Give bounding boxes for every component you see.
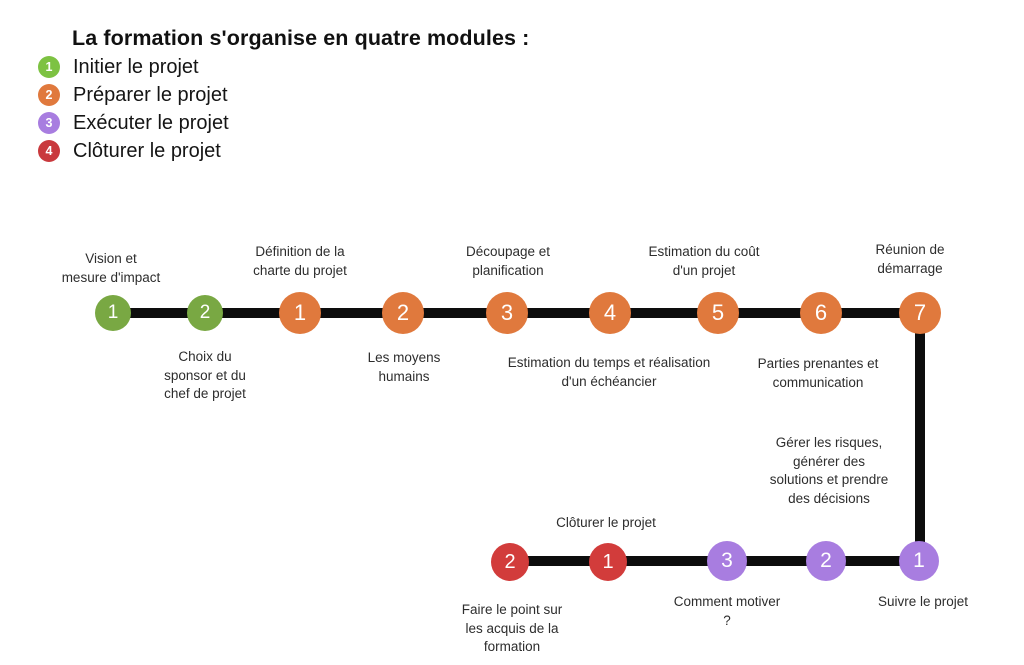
legend-label-initier: Initier le projet xyxy=(73,55,199,78)
module-legend: 1 Initier le projet 2 Préparer le projet… xyxy=(38,53,229,165)
timeline-label: Suivre le projet xyxy=(877,594,969,609)
timeline-node-preparer-4: 4 xyxy=(589,292,631,334)
timeline-node-cloturer-2: 2 xyxy=(491,543,529,581)
timeline-node-preparer-1: 1 xyxy=(279,292,321,334)
legend-item-initier: 1 Initier le projet xyxy=(38,53,229,81)
timeline-node-preparer-5: 5 xyxy=(697,292,739,334)
timeline-node-preparer-7: 7 xyxy=(899,292,941,334)
timeline-label: Estimation du coût d'un projet xyxy=(648,244,760,278)
timeline-label: Découpage et planification xyxy=(465,244,551,278)
module-3-badge: 3 xyxy=(38,112,60,134)
legend-label-executer: Exécuter le projet xyxy=(73,111,229,134)
legend-item-preparer: 2 Préparer le projet xyxy=(38,81,229,109)
timeline-label: Vision et mesure d'impact xyxy=(61,251,161,285)
timeline-label: Parties prenantes et communication xyxy=(757,356,879,390)
timeline-label: Les moyens humains xyxy=(367,350,441,384)
module-2-badge: 2 xyxy=(38,84,60,106)
legend-item-cloturer: 4 Clôturer le projet xyxy=(38,137,229,165)
timeline-label: Comment motiver ? xyxy=(673,594,781,628)
page-title: La formation s'organise en quatre module… xyxy=(72,26,530,50)
module-1-badge: 1 xyxy=(38,56,60,78)
timeline-label: Gérer les risques, générer des solutions… xyxy=(769,435,889,506)
timeline-node-executer-3: 3 xyxy=(707,541,747,581)
legend-item-executer: 3 Exécuter le projet xyxy=(38,109,229,137)
timeline-node-preparer-2: 2 xyxy=(382,292,424,334)
timeline-node-executer-2: 2 xyxy=(806,541,846,581)
timeline-label: Clôturer le projet xyxy=(556,515,656,530)
timeline-node-cloturer-1: 1 xyxy=(589,543,627,581)
legend-label-cloturer: Clôturer le projet xyxy=(73,139,221,162)
timeline-node-preparer-6: 6 xyxy=(800,292,842,334)
legend-label-preparer: Préparer le projet xyxy=(73,83,228,106)
timeline-node-executer-1: 1 xyxy=(899,541,939,581)
timeline-node-initier-2: 2 xyxy=(187,295,223,331)
timeline-label: Choix du sponsor et du chef de projet xyxy=(164,349,246,401)
timeline-label: Estimation du temps et réalisation d'un … xyxy=(507,355,711,389)
module-4-badge: 4 xyxy=(38,140,60,162)
timeline-label: Définition de la charte du projet xyxy=(253,244,347,278)
timeline-node-initier-1: 1 xyxy=(95,295,131,331)
timeline-label: Réunion de démarrage xyxy=(875,242,945,276)
timeline-line-vertical xyxy=(915,313,925,561)
timeline-label: Faire le point sur les acquis de la form… xyxy=(461,602,563,654)
timeline-node-preparer-3: 3 xyxy=(486,292,528,334)
